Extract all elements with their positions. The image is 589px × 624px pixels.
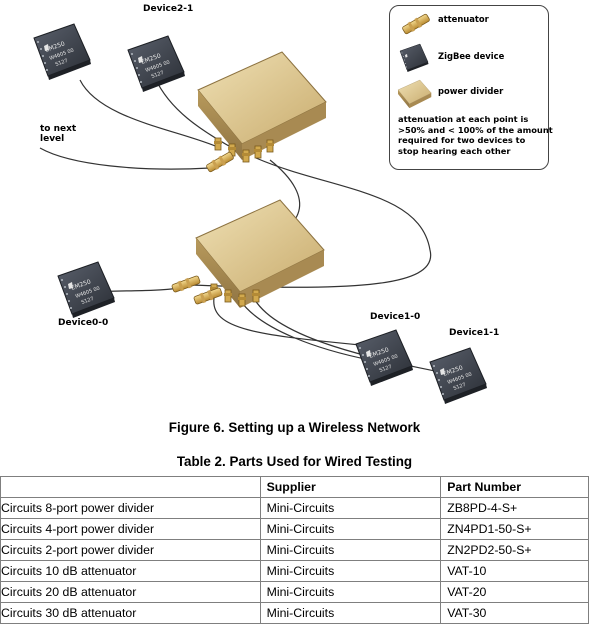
- legend-attenuator-label: attenuator: [438, 14, 489, 24]
- table-row: Circuits 4-port power divider Mini-Circu…: [1, 519, 589, 540]
- part-description: Circuits 10 dB attenuator: [1, 561, 261, 582]
- power-divider-icon: [398, 80, 431, 108]
- parts-table: Supplier Part Number Circuits 8-port pow…: [0, 476, 589, 624]
- attenuator-icon: [171, 275, 201, 294]
- table-header-row: Supplier Part Number: [1, 477, 589, 498]
- part-number: VAT-20: [441, 582, 589, 603]
- supplier: Mini-Circuits: [260, 582, 441, 603]
- header-cell: [1, 477, 261, 498]
- part-description: Circuits 2-port power divider: [1, 540, 261, 561]
- part-number: VAT-30: [441, 603, 589, 624]
- legend-note: attenuation at each point is >50% and < …: [398, 114, 548, 156]
- part-number: ZN4PD1-50-S+: [441, 519, 589, 540]
- table-row: Circuits 10 dB attenuator Mini-Circuits …: [1, 561, 589, 582]
- table-caption: Table 2. Parts Used for Wired Testing: [0, 454, 589, 469]
- legend-zigbee-label: ZigBee device: [438, 51, 504, 61]
- table-row: Circuits 8-port power divider Mini-Circu…: [1, 498, 589, 519]
- supplier: Mini-Circuits: [260, 540, 441, 561]
- part-description: Circuits 8-port power divider: [1, 498, 261, 519]
- header-cell: Supplier: [260, 477, 441, 498]
- part-number: ZN2PD2-50-S+: [441, 540, 589, 561]
- part-description: Circuits 20 dB attenuator: [1, 582, 261, 603]
- label-to-next-level: to next level: [40, 124, 76, 144]
- supplier: Mini-Circuits: [260, 498, 441, 519]
- legend-divider-label: power divider: [438, 86, 503, 96]
- supplier: Mini-Circuits: [260, 561, 441, 582]
- network-figure: EM250 EM250 EM250 EM250 EM250 W4605 00 W…: [0, 0, 589, 412]
- part-number: ZB8PD-4-S+: [441, 498, 589, 519]
- label-device1-0: Device1-0: [370, 312, 420, 322]
- header-cell: Part Number: [441, 477, 589, 498]
- label-device2-1: Device2-1: [143, 4, 193, 14]
- label-device0-0: Device0-0: [58, 318, 108, 328]
- supplier: Mini-Circuits: [260, 519, 441, 540]
- legend-icons: [394, 10, 434, 110]
- attenuator-icon: [401, 13, 430, 36]
- figure-caption: Figure 6. Setting up a Wireless Network: [0, 420, 589, 435]
- part-description: Circuits 30 dB attenuator: [1, 603, 261, 624]
- part-description: Circuits 4-port power divider: [1, 519, 261, 540]
- zigbee-device-icon: [400, 44, 429, 72]
- table-row: Circuits 30 dB attenuator Mini-Circuits …: [1, 603, 589, 624]
- supplier: Mini-Circuits: [260, 603, 441, 624]
- legend-box: attenuator ZigBee device power divider a…: [389, 5, 549, 170]
- attenuator-icon: [193, 287, 223, 306]
- table-row: Circuits 2-port power divider Mini-Circu…: [1, 540, 589, 561]
- table-row: Circuits 20 dB attenuator Mini-Circuits …: [1, 582, 589, 603]
- attenuator-icon: [205, 151, 234, 174]
- part-number: VAT-10: [441, 561, 589, 582]
- label-device1-1: Device1-1: [449, 328, 499, 338]
